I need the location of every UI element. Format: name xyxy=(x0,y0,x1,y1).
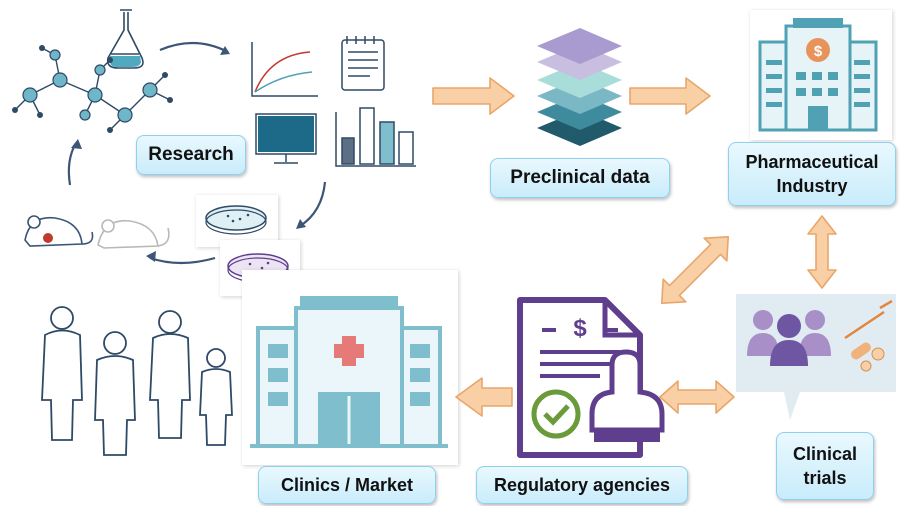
node-pharma: Pharmaceutical Industry xyxy=(728,142,896,206)
node-regulatory: Regulatory agencies xyxy=(476,466,688,504)
svg-text:$: $ xyxy=(573,315,587,342)
arrow-research-preclinical xyxy=(432,77,515,115)
svg-text:$: $ xyxy=(814,43,823,60)
arrow-pharma-trials xyxy=(807,215,837,289)
node-clinics: Clinics / Market xyxy=(258,466,436,504)
arrow-preclinical-pharma xyxy=(629,77,711,115)
node-research: Research xyxy=(136,135,246,175)
arrow-pharma-regulatory xyxy=(660,235,730,305)
node-clinical-trials: Clinical trials xyxy=(776,432,874,500)
arrow-regulatory-trials xyxy=(659,380,735,414)
arrow-regulatory-clinics xyxy=(455,377,513,417)
node-preclinical: Preclinical data xyxy=(490,158,670,198)
